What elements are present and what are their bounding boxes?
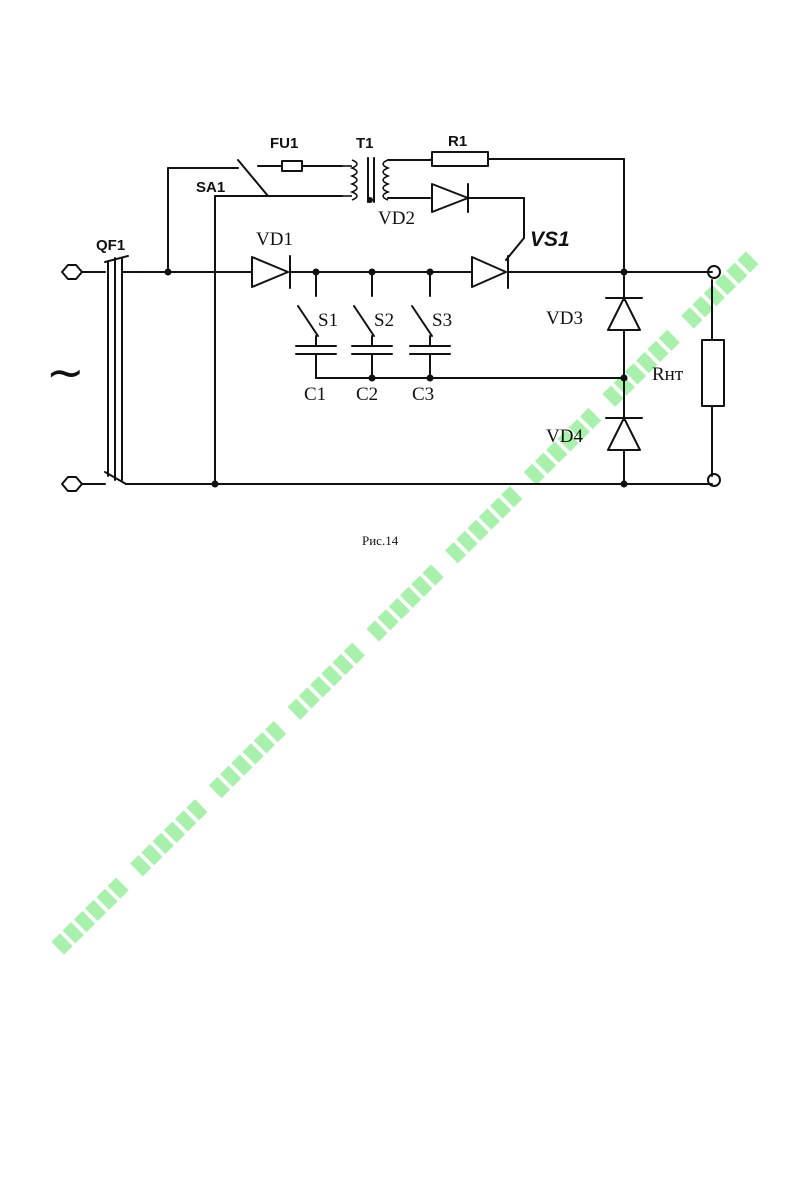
label-vd2: VD2 — [378, 208, 415, 229]
watermark-block — [490, 497, 512, 519]
watermark-block — [546, 441, 568, 463]
diode-vd4 — [605, 377, 643, 485]
label-s1: S1 — [318, 310, 338, 331]
watermark-block — [580, 407, 602, 430]
diode-vd2 — [431, 183, 525, 261]
watermark-block — [265, 720, 287, 743]
watermark-block — [726, 262, 748, 284]
load-resistor — [701, 279, 725, 477]
breaker-qf1 — [104, 255, 151, 485]
watermark-block — [602, 385, 624, 407]
watermark-block — [85, 899, 107, 922]
watermark — [51, 251, 759, 955]
watermark-block — [568, 419, 590, 441]
figure-caption: Рис.14 — [362, 533, 399, 548]
watermark-block — [714, 273, 737, 296]
control-branch — [167, 151, 625, 485]
watermark-block — [681, 307, 703, 329]
label-qf1: QF1 — [96, 237, 125, 254]
watermark-block — [647, 340, 669, 363]
watermark-block — [253, 732, 275, 754]
watermark-block — [51, 933, 73, 955]
input-terminal-bottom — [61, 476, 106, 492]
capacitor-bank — [295, 271, 625, 379]
switch-cap-2 — [351, 271, 393, 379]
watermark-block — [107, 877, 129, 899]
watermark-block — [411, 575, 433, 597]
watermark-block — [310, 676, 332, 698]
watermark-block — [658, 329, 680, 351]
watermark-block — [422, 564, 444, 586]
label-vd3: VD3 — [546, 308, 583, 329]
label-fu1: FU1 — [270, 135, 298, 152]
watermark-block — [321, 665, 343, 687]
label-vd1: VD1 — [256, 229, 293, 250]
watermark-block — [231, 754, 253, 776]
output-terminal-bottom — [707, 473, 721, 487]
label-vd4: VD4 — [546, 426, 583, 447]
watermark-block — [62, 922, 84, 944]
transformer-t1 — [342, 157, 431, 203]
watermark-block — [692, 296, 714, 318]
watermark-block — [636, 351, 658, 374]
watermark-block — [130, 855, 152, 877]
label-vs1: VS1 — [530, 228, 570, 251]
watermark-block — [501, 486, 523, 508]
label-c3: C3 — [412, 384, 434, 405]
resistor-r1 — [431, 151, 489, 167]
label-s3: S3 — [432, 310, 452, 331]
watermark-block — [96, 888, 118, 910]
diode-vd1 — [251, 255, 291, 289]
watermark-block — [703, 284, 725, 307]
watermark-block — [287, 698, 309, 720]
diode-vd3 — [605, 271, 643, 379]
watermark-block — [141, 843, 163, 866]
watermark-block — [478, 508, 500, 530]
junctions — [164, 197, 628, 488]
watermark-block — [624, 363, 647, 385]
thyristor-vs1 — [471, 255, 509, 289]
watermark-block — [456, 530, 478, 553]
watermark-block — [163, 821, 186, 843]
watermark-block — [737, 251, 759, 273]
label-rnt: Rнт — [652, 364, 684, 385]
watermark-block — [343, 642, 365, 664]
watermark-block — [175, 810, 197, 832]
watermark-block — [467, 519, 489, 541]
watermark-block — [377, 609, 399, 631]
watermark-block — [186, 799, 208, 821]
label-c1: C1 — [304, 384, 326, 405]
watermark-block — [557, 430, 579, 452]
input-terminal-top — [61, 264, 106, 280]
watermark-block — [388, 597, 410, 620]
label-c2: C2 — [356, 384, 378, 405]
watermark-block — [298, 687, 320, 709]
label-t1: T1 — [356, 135, 374, 152]
label-sa1: SA1 — [196, 179, 225, 196]
output-terminal-top — [707, 265, 721, 279]
watermark-block — [73, 910, 96, 933]
watermark-block — [523, 463, 545, 486]
watermark-block — [220, 765, 242, 787]
watermark-block — [366, 620, 388, 642]
watermark-block — [242, 743, 264, 765]
label-s2: S2 — [374, 310, 394, 331]
watermark-block — [208, 776, 230, 799]
watermark-block — [400, 586, 422, 609]
watermark-block — [332, 653, 354, 676]
fuse-fu1 — [281, 160, 303, 172]
watermark-block — [445, 542, 467, 564]
watermark-block — [535, 452, 557, 474]
label-ac: ~ — [46, 345, 85, 399]
switch-cap-1 — [295, 271, 337, 379]
label-r1: R1 — [448, 133, 467, 150]
watermark-block — [152, 832, 174, 855]
switch-cap-3 — [409, 271, 451, 379]
